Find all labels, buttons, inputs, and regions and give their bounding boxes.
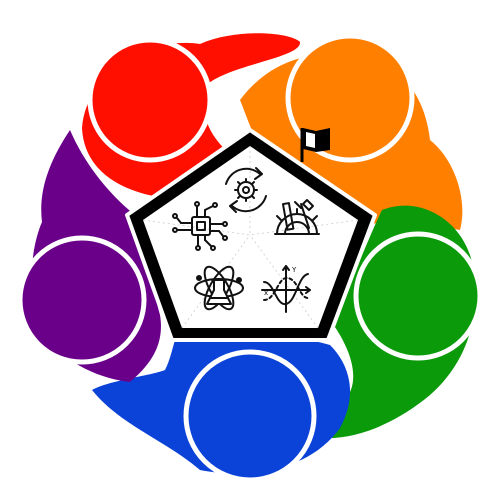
red-person-head [87, 37, 213, 163]
orange-person [240, 33, 463, 230]
engineering-tools-icon [274, 199, 320, 235]
house-guides [142, 146, 359, 329]
flag-icon [300, 128, 330, 162]
red-person [82, 33, 301, 202]
house-interior [143, 146, 358, 328]
purple-person-head [17, 235, 147, 365]
purple-person [17, 130, 161, 382]
math-graph-x-label: x [264, 289, 268, 297]
orange-person-head [285, 33, 415, 163]
math-graph-icon [261, 265, 311, 313]
math-graph-y-label: Y [291, 266, 297, 274]
people-ring [17, 33, 483, 483]
green-person [321, 205, 483, 439]
green-person-head [353, 231, 483, 361]
atom-flask-icon [194, 265, 244, 311]
circuit-chip-icon [172, 201, 228, 251]
blue-person [92, 333, 351, 483]
cycle-gear-icon [225, 167, 267, 213]
icons [172, 167, 320, 313]
house [125, 128, 377, 342]
blue-person-head [183, 349, 317, 483]
